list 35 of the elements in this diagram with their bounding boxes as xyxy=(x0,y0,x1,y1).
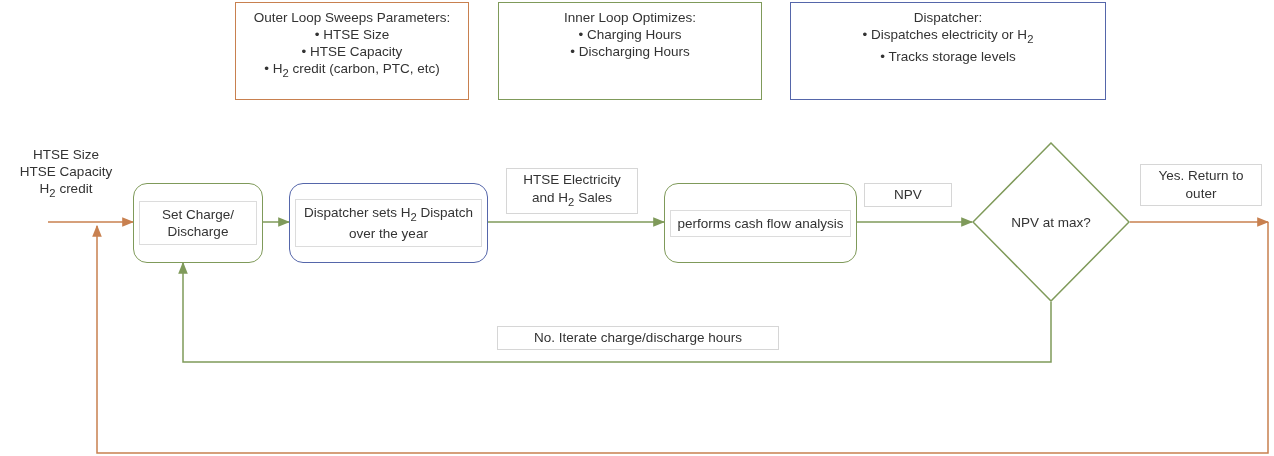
arrow xyxy=(856,217,974,227)
bullet-item: • HTSE Capacity xyxy=(301,43,403,60)
node-text: H$_{2}$ credit xyxy=(39,180,93,201)
info-panel xyxy=(235,2,469,100)
bullet-item: • HTSE Size xyxy=(314,26,390,43)
edge-label: NPV xyxy=(864,183,952,207)
edge-label: Yes. Return to outer xyxy=(1140,164,1262,206)
decision-diamond xyxy=(972,142,1130,302)
panel-heading: Dispatcher: xyxy=(913,9,983,26)
bullet-item: • Charging Hours xyxy=(578,26,682,43)
node-text: HTSE Size xyxy=(33,146,99,163)
bullet-item: • Discharging Hours xyxy=(570,43,690,60)
arrow xyxy=(487,217,666,227)
process-box xyxy=(289,183,488,263)
info-panel xyxy=(498,2,762,100)
panel-heading: Inner Loop Optimizes: xyxy=(563,9,697,26)
node-text: HTSE Capacity xyxy=(19,163,113,180)
arrow xyxy=(178,261,1052,363)
node-text: performs cash flow analysis xyxy=(677,214,844,232)
arrow xyxy=(262,217,291,227)
info-panel xyxy=(790,2,1106,100)
arrow xyxy=(1129,217,1270,227)
bullet-item: • H$_{2}$ credit (carbon, PTC, etc) xyxy=(264,60,440,81)
panel-heading: Outer Loop Sweeps Parameters: xyxy=(253,9,451,26)
arrow xyxy=(92,221,1269,454)
node-text: Dispatcher sets H$_{2}$ Dispatch over the year xyxy=(302,203,475,243)
process-box xyxy=(664,183,857,263)
edge-label: No. Iterate charge/discharge hours xyxy=(497,326,779,350)
process-box xyxy=(133,183,263,263)
node-text: NPV at max? xyxy=(1011,213,1091,231)
edge-label: HTSE Electricity and H$_{2}$ Sales xyxy=(506,168,638,214)
bullet-item: • Dispatches electricity or H$_{2}$ xyxy=(862,26,1034,47)
bullet-item: • Tracks storage levels xyxy=(880,47,1016,65)
node-text: Set Charge/ Discharge xyxy=(160,206,235,240)
arrow xyxy=(47,217,135,227)
